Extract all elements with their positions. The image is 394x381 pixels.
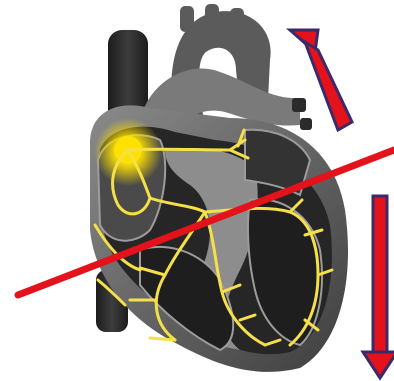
arrow-down-icon (363, 196, 394, 378)
